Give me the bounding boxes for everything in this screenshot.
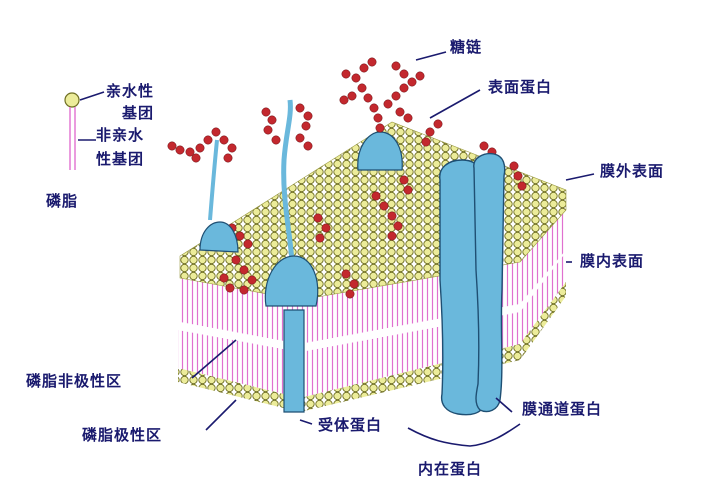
- label-sugar-chain: 糖链: [450, 38, 482, 56]
- receptor-protein: [261, 99, 319, 413]
- legend-head: [64, 92, 80, 108]
- label-hydrophobic-2: 性基团: [96, 150, 144, 168]
- lower-leaflet-heads: [178, 282, 566, 412]
- phospholipid-legend: [64, 91, 105, 170]
- label-channel-protein: 膜通道蛋白: [522, 400, 602, 418]
- glycolipid-base: [199, 221, 239, 253]
- label-hydrophobic-1: 非亲水: [96, 126, 144, 144]
- leader-channel-protein: [495, 397, 513, 413]
- label-hydrophilic-1: 亲水性: [106, 82, 154, 100]
- label-integral-protein: 内在蛋白: [418, 460, 482, 478]
- leader-polar-region: [205, 399, 237, 431]
- leader-surface-protein: [429, 89, 481, 119]
- leader-nonpolar-region: [191, 339, 237, 379]
- receptor-stalk: [281, 99, 295, 263]
- label-polar-region: 磷脂极性区: [82, 426, 162, 444]
- leader-integral-brace: [407, 423, 521, 447]
- receptor-cap: [264, 255, 319, 307]
- label-phospholipid: 磷脂: [46, 192, 78, 210]
- membrane-core: [178, 250, 566, 352]
- glycolipid-stalk: [208, 139, 219, 221]
- glycolipid-sugar-chain: [167, 127, 237, 163]
- label-hydrophilic-2: 基团: [121, 104, 154, 122]
- label-receptor-protein: 受体蛋白: [318, 416, 382, 434]
- label-inner-surface: 膜内表面: [580, 252, 644, 270]
- surface-sugar-chains: [219, 119, 527, 299]
- label-nonpolar-region: 磷脂非极性区: [26, 372, 122, 390]
- leader-hydrophilic: [79, 91, 105, 101]
- leader-sugar-chain: [415, 51, 447, 61]
- leader-outer-surface: [565, 173, 595, 181]
- surface-protein: [339, 57, 425, 171]
- receptor-pore: [283, 309, 305, 413]
- lower-leaflet-tails: [178, 252, 566, 398]
- glycolipid: [167, 127, 239, 253]
- surface-protein-sugar-chain: [339, 57, 425, 133]
- label-outer-surface: 膜外表面: [600, 162, 664, 180]
- label-surface-protein: 表面蛋白: [488, 78, 552, 96]
- receptor-sugar-chain: [261, 103, 313, 151]
- leader-receptor-protein: [299, 419, 313, 425]
- channel-protein: [439, 152, 506, 416]
- channel-protein-right-half: [473, 152, 506, 413]
